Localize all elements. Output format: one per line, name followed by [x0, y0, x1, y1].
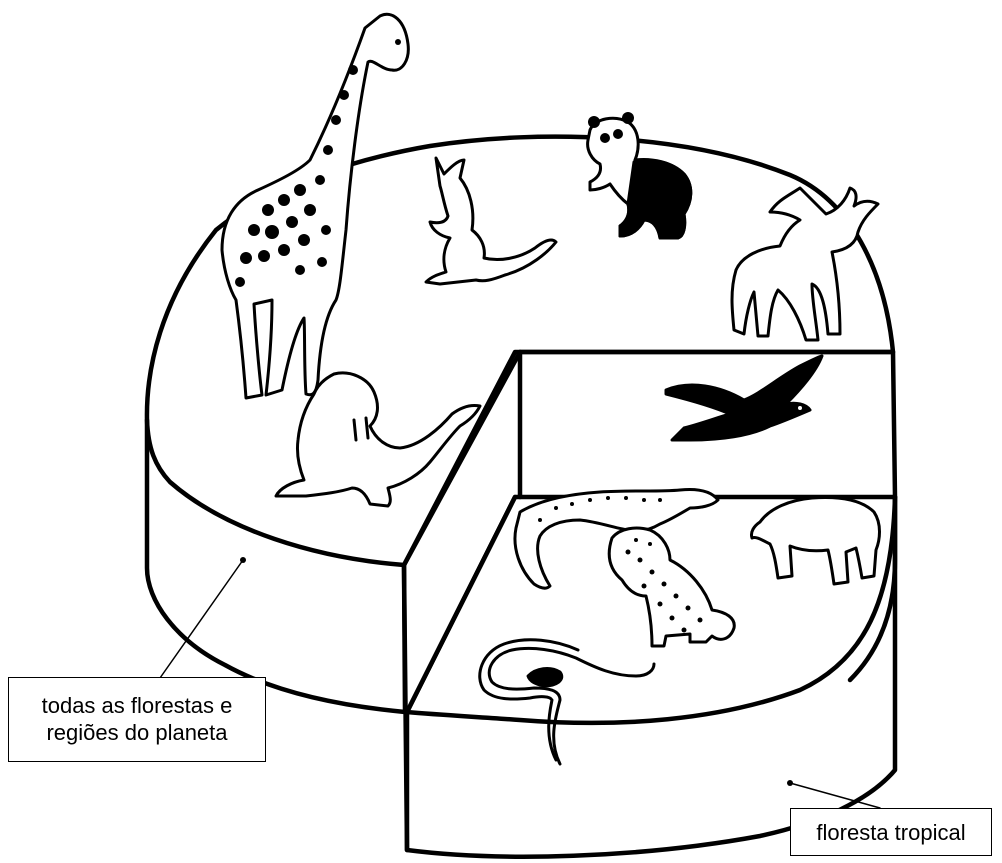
callout-all-forests: todas as florestas e regiões do planeta [8, 677, 266, 762]
bird-icon [666, 356, 822, 440]
callout-tropical-forest: floresta tropical [790, 808, 992, 856]
callout-left-leader [160, 560, 243, 678]
callout-tropical-forest-label: floresta tropical [816, 820, 965, 845]
callout-all-forests-label: todas as florestas e regiões do planeta [42, 693, 233, 745]
